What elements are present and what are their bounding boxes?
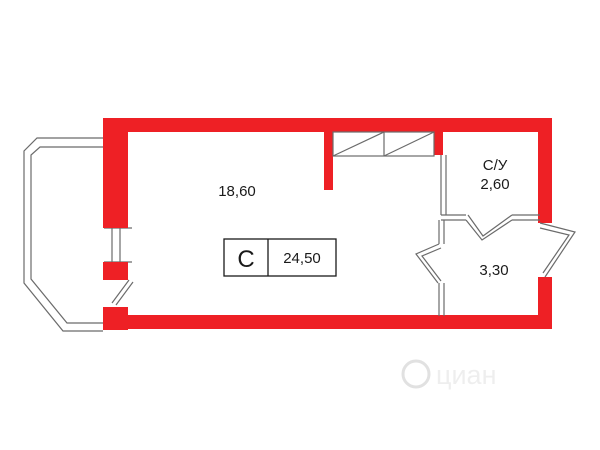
watermark-text: циан <box>436 360 496 390</box>
hallway-area: 3,30 <box>479 262 508 279</box>
apartment-type-letter: С <box>237 246 254 273</box>
apartment-total-area: 24,50 <box>283 250 321 267</box>
partition-closet-right <box>434 130 443 155</box>
watermark: циан <box>401 359 496 390</box>
bathroom-label: С/У <box>483 157 508 174</box>
closet <box>332 131 435 157</box>
wall-left-upper <box>103 118 128 228</box>
main-room-area: 18,60 <box>218 183 256 200</box>
bathroom-area: 2,60 <box>480 176 509 193</box>
wall-right-upper <box>538 118 552 223</box>
wall-right-lower <box>538 277 552 329</box>
watermark-logo-icon <box>401 359 431 389</box>
walls <box>103 118 552 330</box>
wall-top <box>103 118 552 132</box>
apartment-badge: С 24,50 <box>223 238 337 277</box>
wall-bottom <box>103 315 552 329</box>
partition-closet-left <box>324 130 333 190</box>
partitions <box>415 155 576 316</box>
wall-left-pier <box>103 262 128 280</box>
